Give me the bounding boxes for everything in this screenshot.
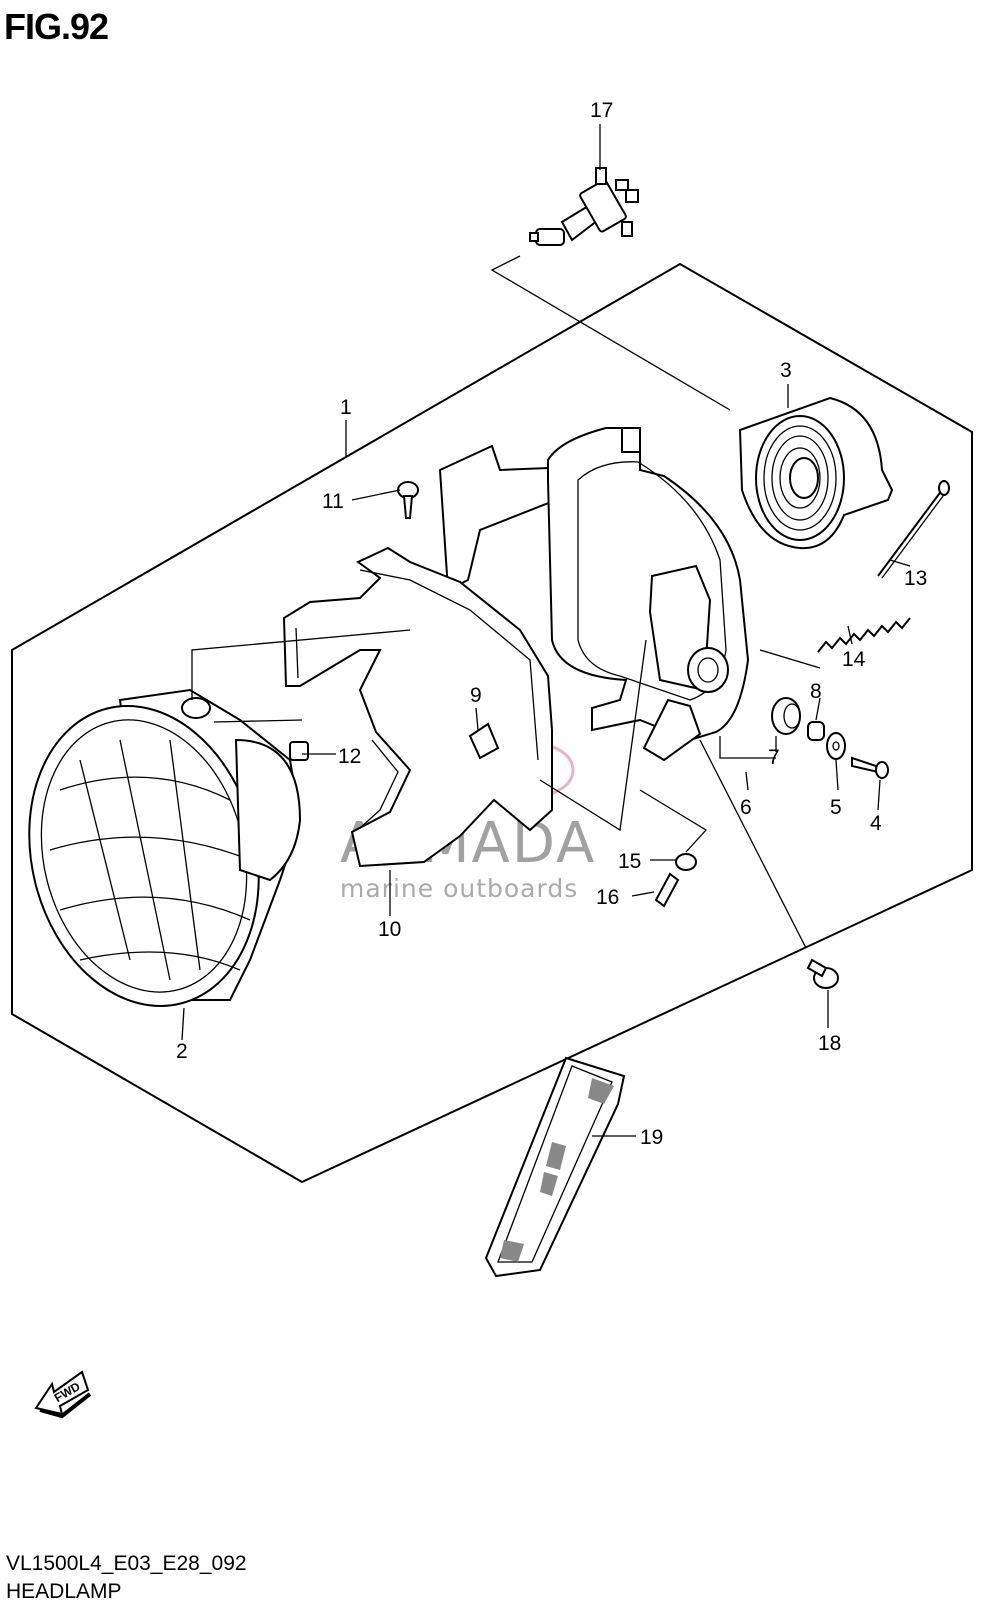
callout-6: 6	[740, 796, 752, 819]
callout-1: 1	[340, 396, 352, 419]
figure-code: VL1500L4_E03_E28_092	[6, 1552, 247, 1575]
bulb-17	[529, 167, 639, 246]
callout-7: 7	[768, 746, 780, 769]
spring-14	[817, 617, 911, 653]
callout-9: 9	[470, 684, 482, 707]
callout-8: 8	[810, 680, 822, 703]
callout-5: 5	[830, 796, 842, 819]
leader-lines	[181, 124, 911, 1137]
screw-11	[397, 481, 419, 519]
headlamp-shell-3	[738, 396, 894, 550]
callout-11: 11	[322, 490, 344, 513]
callout-2: 2	[176, 1040, 188, 1063]
callout-14: 14	[842, 648, 866, 671]
reflector-19	[484, 1056, 626, 1278]
assembly-outline	[11, 262, 973, 1184]
callout-12: 12	[338, 745, 361, 768]
watermark-tagline: marine outboards	[340, 874, 578, 903]
callout-16: 16	[596, 886, 619, 909]
callout-labels: 17 1 3 11 13 14 8 9 12 7 6 5 4 15 16 10 …	[176, 99, 927, 1149]
figure-name: HEADLAMP	[6, 1580, 122, 1603]
small-hardware	[468, 697, 889, 779]
fasteners-15-16-18	[654, 853, 839, 989]
callout-17: 17	[590, 99, 613, 122]
callout-10: 10	[378, 918, 401, 941]
callout-13: 13	[904, 567, 927, 590]
figure-title: FIG.92	[4, 6, 109, 47]
callout-19: 19	[640, 1126, 663, 1149]
headlamp-unit-2	[28, 688, 309, 1007]
lower-bracket-10	[282, 546, 553, 868]
callout-18: 18	[818, 1032, 841, 1055]
callout-4: 4	[870, 812, 882, 835]
adjust-screw-13	[877, 480, 950, 579]
mounting-bracket	[438, 427, 750, 762]
callout-3: 3	[780, 359, 792, 382]
callout-15: 15	[618, 850, 641, 873]
forward-arrow-icon: FWD	[34, 1370, 92, 1419]
